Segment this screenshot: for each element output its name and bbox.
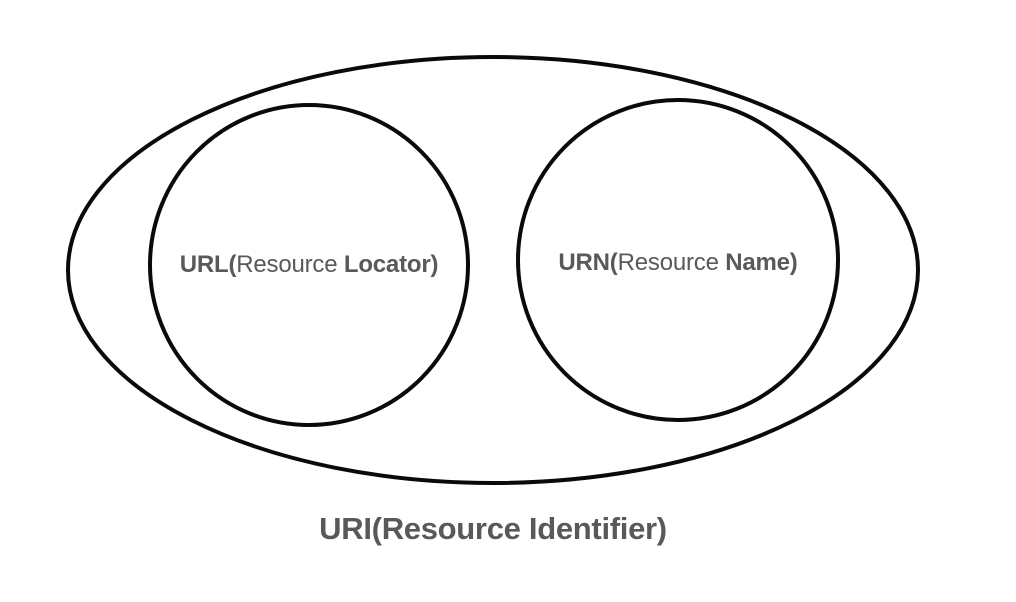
urn-subset-circle bbox=[516, 98, 840, 422]
uri-universe-ellipse bbox=[66, 55, 920, 485]
url-subset-circle bbox=[148, 103, 470, 427]
